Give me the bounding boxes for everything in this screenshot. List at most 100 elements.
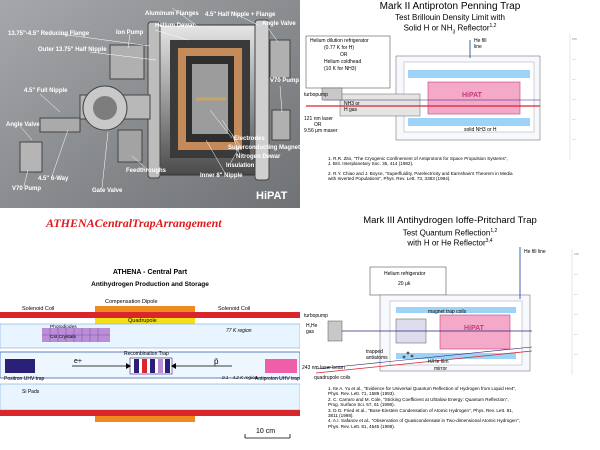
- mark3-ref-line: Phys. Rev. Lett. 81, 4545 (1998).: [328, 423, 396, 429]
- svg-text:—: —: [574, 352, 578, 356]
- label-full-nipple: 4.5" Full Nipple: [24, 88, 68, 94]
- label-pbar: p̄: [214, 357, 219, 366]
- mark3-temp: 20 μk: [398, 281, 411, 287]
- label-angle-valve-top: Angle Valve: [262, 21, 296, 27]
- mark3-gas: gas: [306, 329, 315, 335]
- mark2-subtitle-1: Test Brillouin Density Limit with: [395, 13, 505, 22]
- mark3-magnet-trap: magnet trap coils: [428, 309, 467, 315]
- label-antiproton-trap: Antiproton UHV trap: [255, 376, 300, 382]
- label-e-plus: e+: [74, 358, 82, 365]
- athena-caption: ATHENACentralTrapArrangement: [46, 216, 222, 230]
- mark3-subtitle-1: Test Quantum Reflection1,2: [402, 228, 498, 238]
- mark3-ref-line: 4. A.I. Safanov et al., "Observation of …: [328, 418, 520, 424]
- hipat-apparatus-drawing: [0, 0, 300, 208]
- mark2-solid-nh3: solid NH3 or H: [464, 127, 497, 133]
- svg-text:cm: cm: [572, 37, 577, 41]
- mark3-hhe-film: H/He film: [428, 359, 449, 365]
- mark3-hhe: H,He: [306, 323, 318, 329]
- mark3-ref-line: 2. C. Carraro and M. Cole, "Sticking Coe…: [328, 396, 509, 402]
- svg-text:—: —: [572, 57, 576, 61]
- mark3-title: Mark III Antihydrogen Ioffe-Pritchard Tr…: [363, 215, 537, 226]
- mark2-ref-line: 2. R.Y. Chiao and J. Boyce, "Superfluidi…: [328, 170, 513, 176]
- label-positron-trap: Positron UHV trap: [4, 376, 45, 382]
- mark2-title: Mark II Antiproton Penning Trap: [379, 1, 521, 12]
- mark2-he-fill-2: line: [474, 44, 482, 50]
- mark2-box-line-1: Helium dilution refrigerator: [310, 38, 369, 44]
- mark2-hipat-label: HiPAT: [462, 92, 482, 99]
- athena-diagram-panel: ATHENA - Central Part Antihydrogen Produ…: [0, 262, 300, 450]
- mark2-box-line-4: Helium coldhead: [324, 59, 362, 65]
- mark2-subtitle-2: Solid H or NH3 Reflector1,2: [403, 23, 497, 36]
- mark2-laser: 121 nm laser: [304, 116, 333, 122]
- label-cold-region: 0.1 - 4.2 K region: [222, 375, 258, 380]
- mark3-subtitle-2: with H or He Reflector3,4: [407, 238, 493, 248]
- mark3-laser: 243 nm laser beam: [302, 365, 345, 371]
- hipat-photo-panel: Aluminum Flanges 4.5" Half Nipple + Flan…: [0, 0, 300, 208]
- svg-text:—: —: [574, 272, 578, 276]
- label-gate-valve: Gate Valve: [92, 188, 123, 194]
- svg-text:—: —: [574, 292, 578, 296]
- svg-text:—: —: [574, 332, 578, 336]
- svg-text:cm: cm: [574, 252, 579, 256]
- label-csi-crystals: CsI Crystals: [50, 335, 76, 340]
- label-helium-dewar: Helium Dewar: [155, 23, 195, 29]
- label-si-pads: Si Pads: [22, 389, 40, 395]
- mark2-references: 1. R.R. Zito, "The Cryogenic Confinement…: [328, 156, 513, 182]
- mark2-panel: Mark II Antiproton Penning Trap Test Bri…: [300, 0, 600, 215]
- label-aluminum-flanges: Aluminum Flanges: [145, 11, 199, 17]
- mark2-h-gas: H gas: [344, 107, 358, 113]
- mark2-nh3: NH3 or: [344, 101, 360, 107]
- mark3-trap-drawing: cm—————: [315, 247, 579, 375]
- svg-text:—: —: [572, 77, 576, 81]
- mark3-mirror: mirror: [434, 366, 448, 372]
- mark3-ref-line: 3811 (1998).: [328, 413, 354, 419]
- mark2-turbopump: turbopump: [304, 92, 328, 98]
- label-77k-region: 77 K region: [226, 328, 252, 334]
- label-compensation-dipole: Compensation Dipole: [105, 299, 158, 305]
- label-reducing-flange: 13.75"-4.5" Reducing Flange: [8, 31, 90, 37]
- label-solenoid-left: Solenoid Coil: [22, 306, 55, 312]
- label-half-nipple-flange: 4.5" Half Nipple + Flange: [205, 12, 276, 18]
- label-superconducting-magnet: Superconducting Magnet: [228, 145, 300, 151]
- mark2-laser-or: OR: [314, 122, 322, 128]
- athena-title: ATHENA - Central Part: [112, 269, 188, 276]
- mark2-trap-drawing: cm — — — — —: [305, 34, 577, 160]
- mark2-ref-line: with Inverted Populations", Phys. Rev. L…: [328, 176, 451, 182]
- label-electrodes: Electrodes: [234, 136, 265, 142]
- mark2-ref-line: 1. R.R. Zito, "The Cryogenic Confinement…: [328, 156, 508, 161]
- mark3-he-fill: He fill line: [524, 249, 546, 255]
- mark3-panel: Mark III Antihydrogen Ioffe-Pritchard Tr…: [300, 215, 600, 450]
- label-solenoid-right: Solenoid Coil: [218, 306, 251, 312]
- mark2-ref-line: J. Brit. Interplanetary Soc. 35, 414 (19…: [328, 161, 414, 167]
- mark3-quad-coils: quadrupole coils: [314, 375, 351, 381]
- label-six-way: 4.5" 6-Way: [38, 176, 69, 182]
- label-quadrupole: Quadrupole: [128, 318, 157, 324]
- label-nitrogen-dewar: Nitrogen Dewar: [236, 154, 281, 160]
- svg-text:—: —: [572, 97, 576, 101]
- mark2-box-line-3: OR: [340, 52, 348, 58]
- mark3-antiatoms: antiatoms: [366, 355, 388, 361]
- svg-text:—: —: [572, 117, 576, 121]
- label-inner-nipple: Inner 8" Nipple: [200, 173, 243, 179]
- label-feedthroughs: Feedthroughs: [126, 168, 166, 174]
- mark2-maser: 9.56 μm maser: [304, 128, 338, 134]
- mark3-turbopump: turbopump: [304, 313, 328, 319]
- athena-subtitle: Antihydrogen Production and Storage: [91, 281, 209, 288]
- label-v70-pump-left: V70 Pump: [12, 186, 42, 192]
- label-outer-half-nipple: Outer 13.75" Half Nipple: [38, 47, 107, 53]
- hipat-logo-text: HiPAT: [256, 190, 288, 202]
- label-scale: 10 cm: [256, 428, 276, 435]
- mark3-ref-line: 1. Ite A. Yu et al., "Evidence for Unive…: [328, 386, 517, 391]
- svg-text:—: —: [572, 137, 576, 141]
- label-photodiodes: Photodiodes: [50, 325, 77, 330]
- mark3-refrigerator: Helium refrigerator: [384, 271, 426, 277]
- mark2-box-line-2: (0.77 K for H): [324, 45, 355, 51]
- mark3-ref-line: Phys. Rev. Lett. 71, 1589 (1993).: [328, 391, 396, 397]
- label-recombination-trap: Recombination Trap: [124, 351, 169, 357]
- label-v70-pump-right: V70 Pump: [270, 78, 300, 84]
- label-ion-pump: Ion Pump: [116, 30, 144, 36]
- mark3-hipat-label: HiPAT: [464, 325, 484, 332]
- mark2-box-line-5: (10 K for NH3): [324, 66, 357, 72]
- mark3-ref-line: 3. D.G. Fried et al., "Bose-Einstein Con…: [328, 407, 513, 413]
- label-insulation: Insulation: [226, 163, 255, 169]
